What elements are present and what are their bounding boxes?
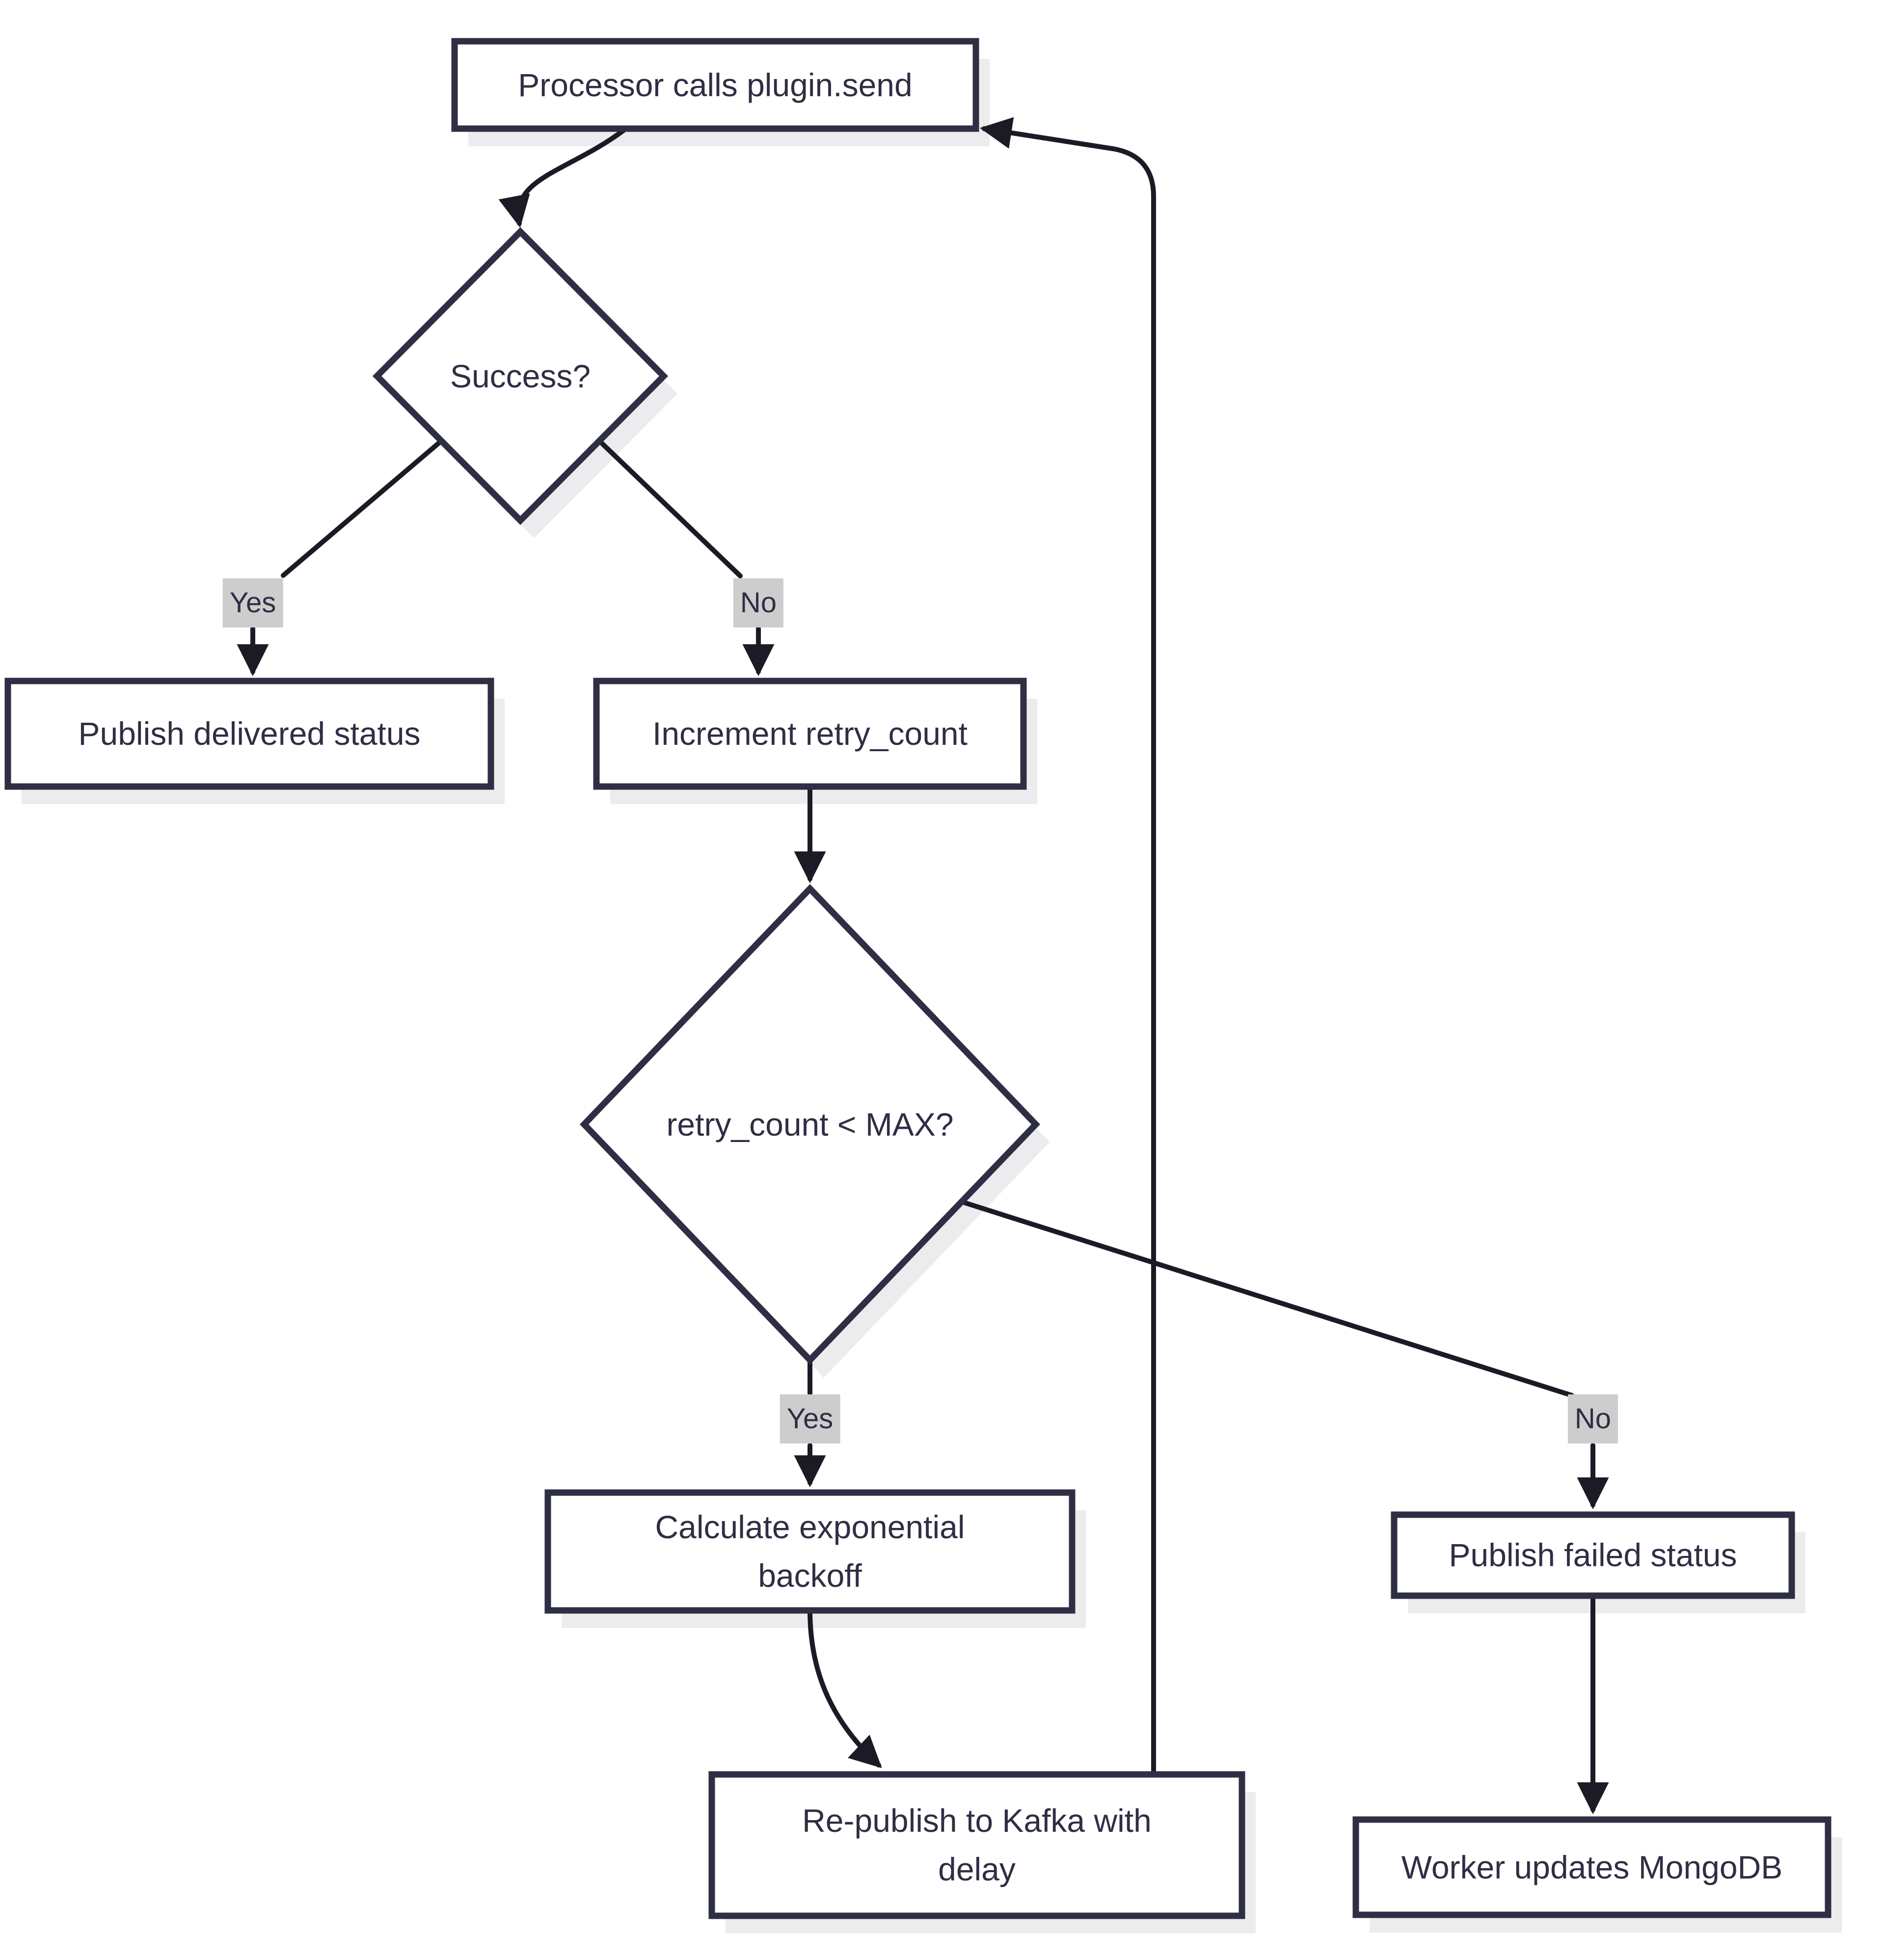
node-failed-shape — [1391, 1511, 1795, 1599]
edge-backoff-republish — [808, 1608, 882, 1769]
node-increment-text: Increment retry_count — [652, 715, 968, 752]
edge-republish-start — [980, 117, 1156, 1775]
edge-label-success-yes: Yes — [222, 578, 283, 627]
node-shapes — [4, 38, 1831, 1919]
node-start-shape — [451, 38, 979, 132]
node-shadows — [22, 59, 1842, 1933]
node-delivered-text: Publish delivered status — [78, 715, 421, 752]
node-retry-check-text: retry_count < MAX? — [666, 1106, 954, 1143]
node-republish-text: Re-publish to Kafka with delay — [802, 1802, 1152, 1887]
edge-success-increment-line — [597, 438, 743, 578]
edge-label-success-no: No — [733, 578, 784, 627]
node-success-text: Success? — [450, 357, 591, 394]
edge-retry-check-failed-line — [960, 1199, 1574, 1398]
node-republish-shape — [708, 1771, 1245, 1919]
node-retry-check-shape — [579, 884, 1041, 1365]
node-republish-label: Re-publish to Kafka with delay — [712, 1774, 1242, 1916]
node-start-label: Processor calls plugin.send — [455, 41, 976, 129]
edge-label-retry-yes: Yes — [780, 1394, 840, 1443]
edge-lines — [237, 117, 1609, 1815]
node-failed-text: Publish failed status — [1449, 1537, 1737, 1573]
node-increment-label: Increment retry_count — [596, 681, 1023, 787]
node-delivered-label: Publish delivered status — [8, 681, 491, 787]
node-retry-check-label: retry_count < MAX? — [565, 1075, 1055, 1173]
node-success-label: Success? — [373, 327, 668, 425]
node-backoff-shape — [544, 1489, 1076, 1614]
node-mongo-shape — [1352, 1816, 1831, 1918]
node-mongo-label: Worker updates MongoDB — [1356, 1820, 1828, 1915]
node-backoff-text: Calculate exponential backoff — [655, 1509, 965, 1594]
node-delivered-shape — [4, 678, 494, 790]
node-backoff-label: Calculate exponential backoff — [548, 1493, 1072, 1610]
node-mongo-text: Worker updates MongoDB — [1401, 1849, 1783, 1885]
edge-start-success — [498, 126, 628, 228]
edge-label-retry-no: No — [1567, 1394, 1618, 1443]
node-success-shape — [372, 227, 669, 525]
node-start-text: Processor calls plugin.send — [518, 66, 913, 103]
node-increment-shape — [593, 678, 1027, 790]
node-failed-label: Publish failed status — [1394, 1515, 1792, 1596]
edge-success-delivered-line — [281, 438, 444, 578]
